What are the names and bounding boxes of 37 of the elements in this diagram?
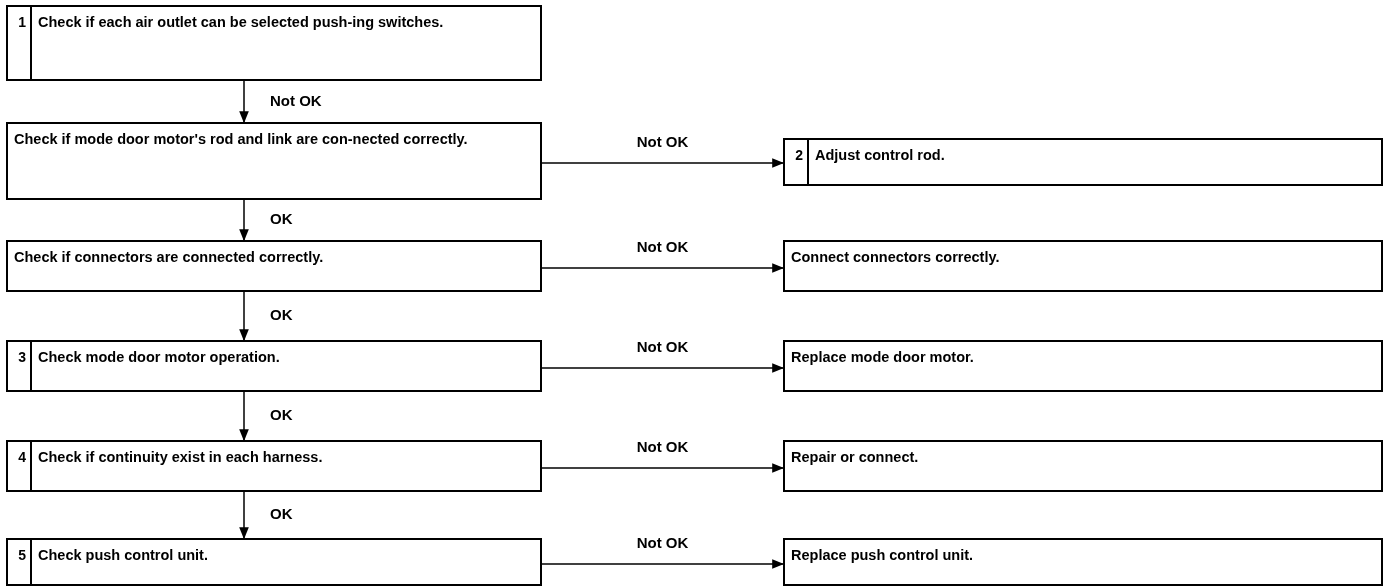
step-text: Check if each air outlet can be selected push-ing switches. [37, 13, 445, 32]
step-number: 2 [785, 140, 809, 184]
step-text: Replace mode door motor. [790, 348, 975, 367]
step-text: Check if mode door motor's rod and link are con-nected correctly. [13, 130, 469, 149]
step-box [783, 240, 1383, 292]
step-box [6, 5, 542, 81]
step-box [783, 138, 1383, 186]
step-box [6, 122, 542, 200]
step-box [783, 340, 1383, 392]
step-text: Check push control unit. [37, 546, 209, 565]
step-text: Replace push control unit. [790, 546, 975, 565]
arrow [239, 491, 249, 540]
arrow [541, 363, 785, 373]
step-text: Repair or connect. [790, 448, 920, 467]
arrow [239, 199, 249, 242]
step-number: 1 [8, 7, 32, 79]
step-text: Check if continuity exist in each harness. [37, 448, 324, 467]
step-text: Check if connectors are connected correctly. [13, 248, 325, 267]
step-box [6, 340, 542, 392]
step-box [783, 440, 1383, 492]
arrow [541, 463, 785, 473]
step-text: Adjust control rod. [814, 146, 946, 165]
arrow [239, 291, 249, 342]
arrow [239, 80, 249, 124]
arrow [239, 391, 249, 442]
step-number: 4 [8, 442, 32, 490]
step-number: 3 [8, 342, 32, 390]
step-text: Connect connectors correctly. [790, 248, 1001, 267]
step-number: 5 [8, 540, 32, 584]
step-text: Check mode door motor operation. [37, 348, 281, 367]
step-box [6, 538, 542, 586]
arrow [541, 559, 785, 569]
step-box [6, 240, 542, 292]
step-box [783, 538, 1383, 586]
arrow [541, 263, 785, 273]
arrow [541, 158, 785, 168]
step-box [6, 440, 542, 492]
